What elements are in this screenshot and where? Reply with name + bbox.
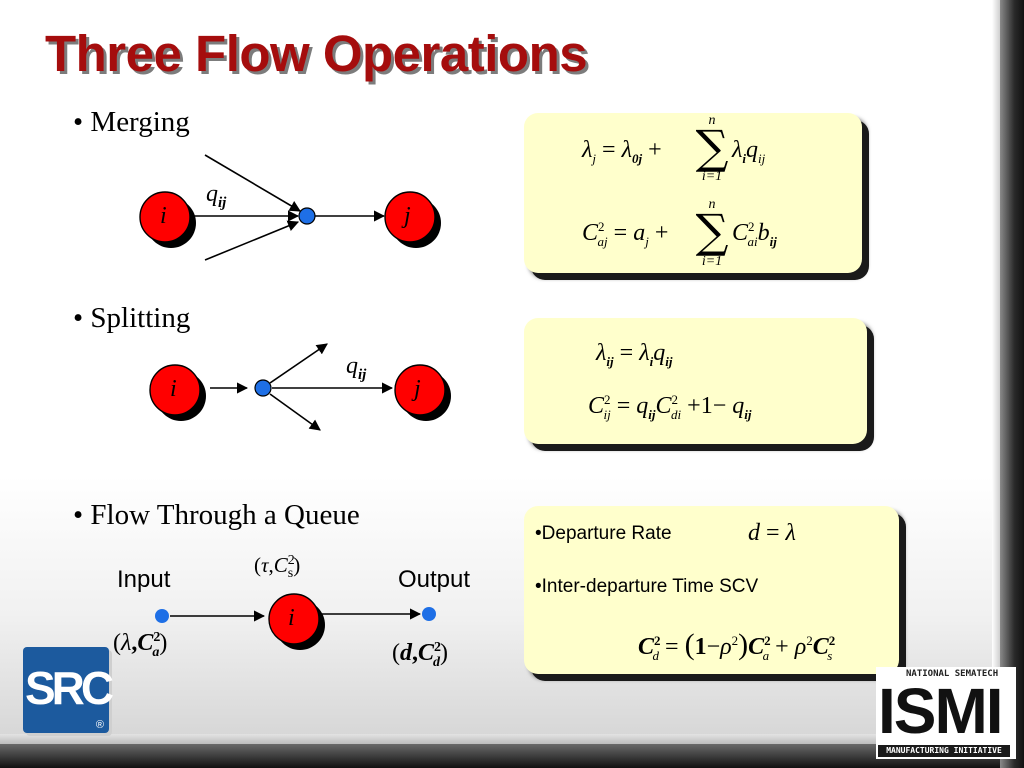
splitting-node-i (149, 364, 201, 416)
merging-eq2-sum-upper: n (708, 197, 716, 212)
queue-node-i-label: i (288, 605, 295, 631)
departure-rate-equation: d = λ (748, 520, 796, 546)
queue-input-point (155, 609, 169, 623)
merging-node-j (384, 191, 436, 243)
queue-input-label: Input (117, 566, 171, 593)
scv-equation: C2d = (1−ρ2)C2a + ρ2C2s (638, 628, 836, 663)
queue-output-point (422, 607, 436, 621)
queue-input-params: (λ,C2a) (113, 630, 168, 660)
splitting-eq2: C2ij = qijC2di +1− qij (588, 392, 752, 422)
merging-equations-panel: λj = λ0j + n ∑ i=1 λiqij C2aj = aj + n ∑… (524, 113, 862, 273)
slide-title: Three Flow Operations (45, 25, 588, 82)
merging-node-i-label: i (160, 203, 167, 229)
merging-eq1-rhs: λiqij (732, 137, 766, 166)
merging-eq2-summation: ∑ (695, 204, 729, 258)
slide-right-edge (1000, 0, 1024, 768)
merging-incoming-arrow-bottom (204, 220, 300, 261)
merging-eq1-lhs: λj = λ0j + (582, 137, 662, 166)
merging-eq1-sum-lower: i=1 (701, 169, 723, 184)
queue-output-params: (d,C2d) (392, 640, 449, 670)
merging-eq1-sum-upper: n (708, 113, 716, 128)
queue-diagram (155, 593, 436, 650)
splitting-equations-panel: λij = λiqij C2ij = qijC2di +1− qij (524, 318, 867, 444)
queue-output-label: Output (398, 566, 471, 593)
ismi-logo-main-text: ISMI (878, 675, 1004, 747)
src-logo-registered-mark: ® (95, 719, 104, 731)
merging-node-j-label: j (404, 203, 411, 229)
splitting-diagram (149, 343, 451, 431)
splitting-outgoing-arrow-bottom (269, 393, 321, 431)
merging-eq2-lhs: C2aj = aj + (582, 219, 669, 249)
src-logo-text: SRC (25, 662, 114, 714)
merging-flow-label: qij (206, 181, 227, 211)
merging-diagram (139, 154, 441, 261)
queue-equations-panel: •Departure Rate d = λ •Inter-departure T… (524, 506, 899, 674)
queue-service-params: (τ,C2s) (254, 553, 301, 582)
merging-eq1-summation: ∑ (695, 120, 729, 174)
bullet-merging: • Merging (73, 106, 190, 138)
merging-node-i (139, 191, 191, 243)
splitting-node-i-label: i (170, 376, 177, 402)
scv-label: •Inter-departure Time SCV (535, 576, 759, 597)
ismi-logo-bottom-text: MANUFACTURING INITIATIVE (878, 745, 1010, 757)
ismi-logo: NATIONAL SEMATECH ISMI MANUFACTURING INI… (876, 667, 1016, 759)
merging-junction (298, 207, 316, 225)
bullet-flow-through-queue: • Flow Through a Queue (73, 499, 360, 531)
merging-incoming-arrow-top (204, 154, 301, 212)
splitting-node-j (394, 364, 446, 416)
splitting-node-j-label: j (414, 376, 421, 402)
splitting-flow-label: qij (346, 353, 367, 383)
ismi-logo-top-text: NATIONAL SEMATECH (906, 669, 999, 679)
departure-rate-label: •Departure Rate (535, 523, 672, 544)
bullet-splitting: • Splitting (73, 302, 191, 334)
slide-right-bevel (992, 0, 1000, 744)
splitting-eq1: λij = λiqij (596, 340, 673, 369)
merging-eq2-rhs: C2aibij (732, 219, 777, 249)
merging-eq2-sum-lower: i=1 (701, 254, 723, 269)
splitting-junction (254, 379, 272, 397)
src-logo: SRC ® (23, 647, 114, 733)
queue-node-i (268, 593, 320, 645)
slide-bottom-edge (0, 744, 1024, 768)
splitting-outgoing-arrow-top (269, 343, 328, 384)
slide-bottom-bevel (0, 734, 1024, 744)
